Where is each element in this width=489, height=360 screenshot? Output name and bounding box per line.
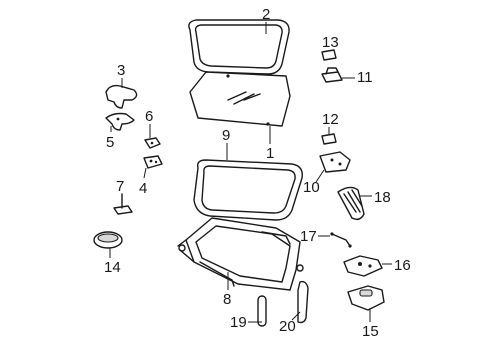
- part-3-handle-cover: [105, 84, 138, 109]
- part-15-motor: [347, 285, 385, 311]
- callout-label-17: 17: [300, 228, 317, 245]
- part-19-drain-hose: [257, 295, 267, 327]
- callout-9: 9: [222, 127, 230, 160]
- callout-7: 7: [116, 178, 124, 195]
- part-20-drain-hose: [297, 280, 309, 324]
- part-14-cap: [93, 231, 123, 249]
- callout-label-13: 13: [322, 34, 339, 51]
- callout-label-1: 1: [266, 145, 274, 162]
- part-10-bracket: [319, 151, 351, 173]
- part-9-inner-seal: [193, 159, 303, 221]
- callout-8: 8: [223, 272, 231, 308]
- part-17-link: [330, 232, 352, 248]
- callout-17: 17: [300, 228, 330, 245]
- callout-label-19: 19: [230, 314, 247, 331]
- callout-12: 12: [322, 111, 339, 134]
- callout-2: 2: [262, 6, 270, 34]
- callout-1: 1: [266, 126, 274, 162]
- callout-label-7: 7: [116, 178, 124, 195]
- callout-label-5: 5: [106, 134, 114, 151]
- callout-13: 13: [322, 34, 339, 51]
- part-8-frame: [177, 217, 304, 291]
- callout-label-6: 6: [145, 108, 153, 125]
- callout-6: 6: [145, 108, 153, 138]
- callout-label-15: 15: [362, 323, 379, 340]
- part-7-guide: [113, 193, 133, 215]
- callout-label-20: 20: [279, 318, 296, 335]
- part-13-clip: [321, 49, 337, 61]
- part-1-glass-panel: [189, 71, 291, 127]
- part-2-seal-frame: [188, 19, 290, 75]
- part-18-guide-rail: [337, 186, 365, 221]
- callout-label-2: 2: [262, 6, 270, 23]
- part-6-clip: [144, 137, 161, 149]
- callout-label-12: 12: [322, 111, 339, 128]
- callout-10: 10: [303, 169, 325, 196]
- callout-label-14: 14: [104, 259, 121, 276]
- callout-label-9: 9: [222, 127, 230, 144]
- callout-20: 20: [279, 311, 301, 335]
- callout-5: 5: [106, 126, 114, 151]
- part-16-mechanism: [343, 255, 383, 277]
- callout-label-11: 11: [357, 69, 373, 86]
- callout-label-16: 16: [394, 257, 411, 274]
- callout-3: 3: [117, 62, 125, 88]
- callout-label-10: 10: [303, 179, 320, 196]
- callout-16: 16: [382, 257, 411, 274]
- callout-label-3: 3: [117, 62, 125, 79]
- callout-4: 4: [139, 167, 147, 197]
- callout-15: 15: [362, 308, 379, 340]
- callout-label-4: 4: [139, 180, 147, 197]
- callout-14: 14: [104, 248, 121, 276]
- part-4-latch: [143, 155, 163, 169]
- callout-label-8: 8: [223, 291, 231, 308]
- part-5-handle: [105, 112, 135, 131]
- callout-label-18: 18: [374, 189, 391, 206]
- part-11-bracket: [321, 67, 343, 83]
- callout-19: 19: [230, 314, 262, 331]
- part-12-clip: [321, 133, 337, 145]
- callout-11: 11: [342, 69, 373, 86]
- callout-18: 18: [360, 189, 391, 206]
